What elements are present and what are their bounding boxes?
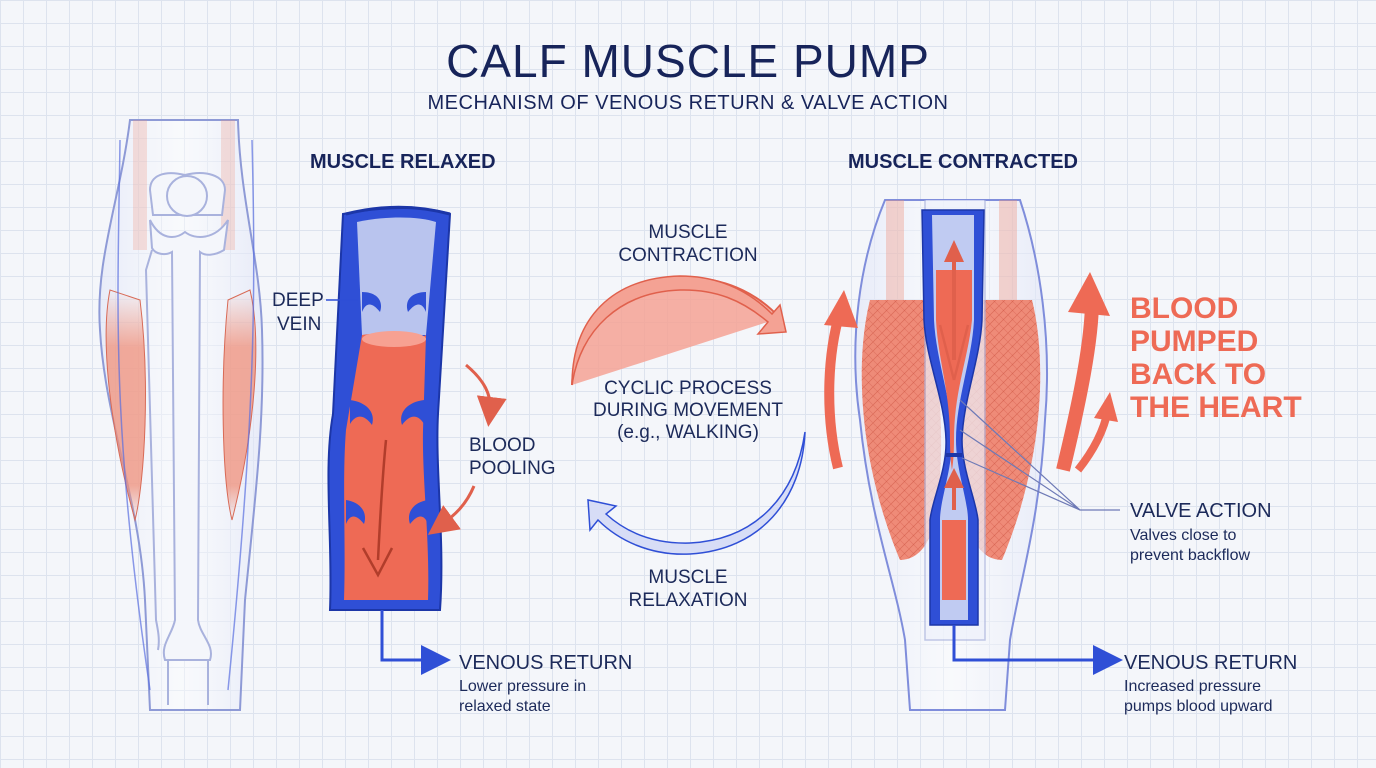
- cycle-center-line2: DURING MOVEMENT: [593, 400, 783, 421]
- blood-pumped-line3: BACK TO: [1130, 358, 1267, 391]
- cycle-arrows: [571, 275, 806, 555]
- cycle-center-line3: (e.g., WALKING): [617, 422, 759, 443]
- relaxed-venous-return-desc-line2: relaxed state: [459, 698, 551, 715]
- cycle-center-line1: CYCLIC PROCESS: [604, 378, 772, 399]
- muscle-relaxation-line2: RELAXATION: [628, 590, 748, 611]
- deep-vein-label-line2: VEIN: [277, 314, 322, 335]
- blood-pooling-line2: POOLING: [469, 458, 556, 479]
- muscle-contraction-line2: CONTRACTION: [618, 245, 758, 266]
- relaxed-venous-return-desc-line1: Lower pressure in: [459, 678, 587, 695]
- contracted-heading: MUSCLE CONTRACTED: [848, 151, 1078, 173]
- relaxed-venous-return-title: VENOUS RETURN: [459, 652, 633, 674]
- valve-action-title: VALVE ACTION: [1130, 500, 1272, 522]
- contracted-venous-return-desc-line2: pumps blood upward: [1124, 698, 1273, 715]
- muscle-relaxation-line1: MUSCLE: [648, 567, 728, 588]
- blood-pumped-line1: BLOOD: [1130, 292, 1239, 325]
- relaxed-heading: MUSCLE RELAXED: [310, 151, 496, 173]
- page-title: CALF MUSCLE PUMP: [446, 35, 930, 87]
- muscle-contraction-line1: MUSCLE: [648, 222, 728, 243]
- blood-pooling-line1: BLOOD: [469, 435, 536, 456]
- valve-action-desc-line2: prevent backflow: [1130, 547, 1251, 564]
- blood-pumped-line4: THE HEART: [1130, 391, 1302, 424]
- contracted-venous-return-title: VENOUS RETURN: [1124, 652, 1298, 674]
- page-subtitle: MECHANISM OF VENOUS RETURN & VALVE ACTIO…: [427, 92, 949, 114]
- valve-action-desc-line1: Valves close to: [1130, 527, 1237, 544]
- contracted-venous-return-desc-line1: Increased pressure: [1124, 678, 1261, 695]
- contracted-leg-illustration: [824, 199, 1123, 711]
- relaxed-vein-illustration: [326, 205, 507, 675]
- deep-vein-label-line1: DEEP: [272, 290, 324, 311]
- blood-pumped-line2: PUMPED: [1130, 325, 1259, 358]
- left-leg-illustration: [98, 119, 264, 711]
